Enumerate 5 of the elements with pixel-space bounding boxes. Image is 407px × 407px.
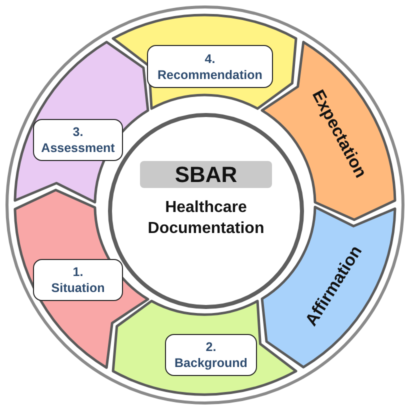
center-subtitle: Healthcare Documentation (146, 198, 266, 239)
title-banner: SBAR (140, 161, 272, 188)
step-label-box: 2. Background (164, 334, 257, 376)
step-label-box: 4. Recommendation (146, 45, 273, 88)
ring-segment (111, 299, 299, 397)
